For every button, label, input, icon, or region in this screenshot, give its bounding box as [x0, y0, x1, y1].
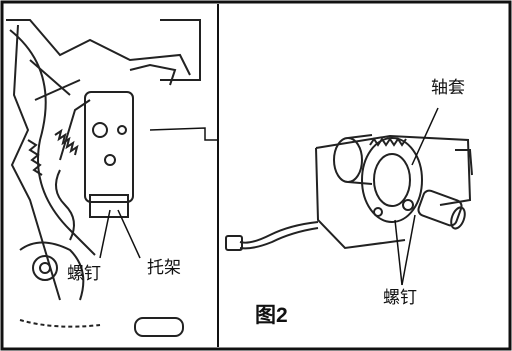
label-screw-right: 螺钉	[383, 288, 417, 308]
label-bushing: 轴套	[431, 78, 465, 98]
leader-lines-right	[394, 107, 439, 286]
label-screw-left: 螺钉	[67, 264, 101, 284]
right-motor-drawing	[225, 134, 473, 251]
leader-lines-left	[99, 127, 218, 259]
label-bracket: 托架	[147, 258, 181, 278]
left-mechanism-drawing	[6, 19, 201, 337]
figure-number: 图2	[255, 304, 288, 327]
